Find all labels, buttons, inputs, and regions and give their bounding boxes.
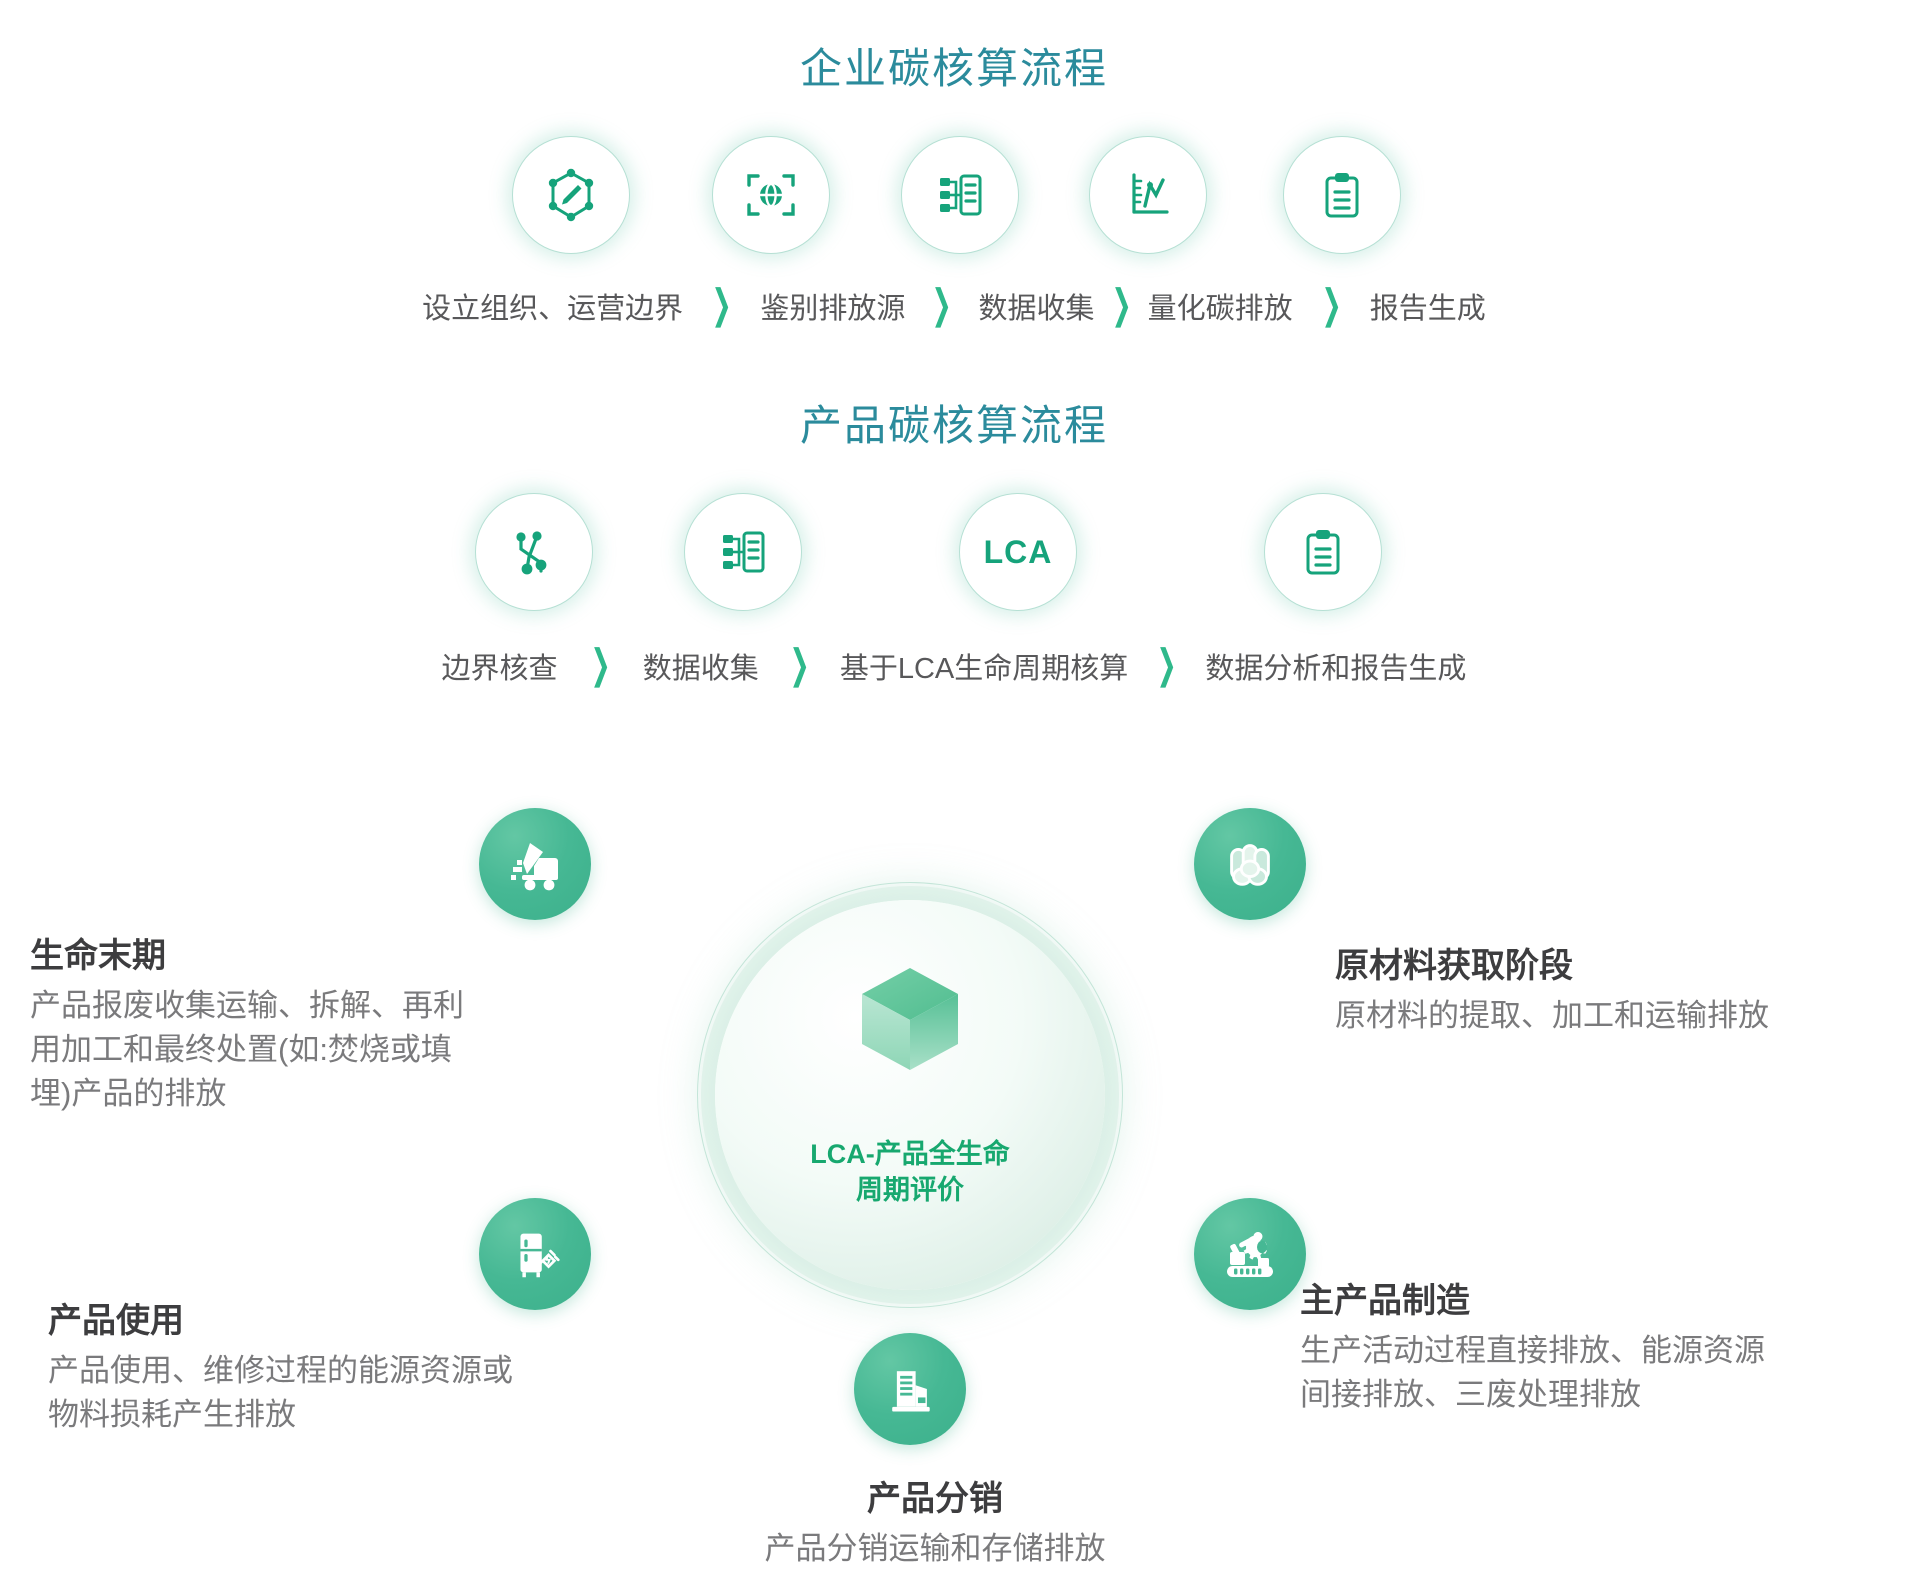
stage-icon-raw-material[interactable] (1194, 808, 1306, 920)
flow-label-boundary-check[interactable]: 边界核查 (441, 653, 558, 685)
lca-abbreviation-label: LCA (983, 533, 1053, 570)
enterprise-flow-labels: 设立组织、运营边界 ❯ 鉴别排放源 ❯ 数据收集 ❯ 量化碳排放 ❯ 报告生成 (0, 285, 1908, 327)
flow-step-icon-boundary-check[interactable] (440, 493, 628, 611)
dump-truck-icon (511, 843, 558, 891)
clipboard-report-icon[interactable] (1264, 493, 1382, 611)
stage-heading-distribution: 产品分销 (867, 1480, 1003, 1518)
cube-3d-icon (862, 968, 958, 1070)
stage-desc-end-of-life: 产品报废收集运输、拆解、再利 用加工和最终处置(如:焚烧或填 埋)产品的排放 (30, 987, 464, 1111)
chevron-right-icon: ❯ (1111, 283, 1132, 328)
chevron-right-icon: ❯ (1156, 643, 1177, 688)
flow-label-boundary[interactable]: 设立组织、运营边界 (422, 293, 684, 325)
scan-globe-icon[interactable] (712, 136, 830, 254)
section-title-enterprise: 企业碳核算流程 (799, 45, 1108, 92)
stage-icon-distribution[interactable] (854, 1333, 966, 1445)
flow-step-icon-scan-source[interactable] (671, 136, 871, 254)
product-flow-labels: 边界核查 ❯ 数据收集 ❯ 基于LCA生命周期核算 ❯ 数据分析和报告生成 (0, 645, 1908, 687)
stage-heading-product-use: 产品使用 (48, 1302, 184, 1340)
enterprise-flow-icons (0, 136, 1908, 254)
flow-step-icon-data-collect-2[interactable] (628, 493, 858, 611)
flow-label-report[interactable]: 报告生成 (1369, 293, 1486, 325)
flow-label-lca-accounting[interactable]: 基于LCA生命周期核算 (839, 653, 1129, 685)
stage-desc-raw-material: 原材料的提取、加工和运输排放 (1335, 997, 1769, 1033)
chevron-right-icon: ❯ (711, 283, 732, 328)
flow-step-icon-report[interactable] (1247, 136, 1437, 254)
product-flow-icons: LCA (0, 493, 1908, 611)
pipes-stack-icon (1230, 844, 1270, 886)
boundary-pencil-icon[interactable] (512, 136, 630, 254)
flow-label-analysis-report[interactable]: 数据分析和报告生成 (1205, 653, 1467, 685)
stage-text-end-of-life: 生命末期 产品报废收集运输、拆解、再利 用加工和最终处置(如:焚烧或填 埋)产品… (30, 935, 670, 1116)
stage-heading-manufacturing: 主产品制造 (1300, 1282, 1470, 1320)
lca-center-label: LCA-产品全生命 周期评价 (810, 1139, 1010, 1206)
data-collection-icon[interactable] (901, 136, 1019, 254)
stage-icon-product-use[interactable] (479, 1198, 591, 1310)
node-graph-icon[interactable] (475, 493, 593, 611)
flow-label-scan-source[interactable]: 鉴别排放源 (760, 293, 906, 325)
flow-label-data-collect[interactable]: 数据收集 (978, 293, 1095, 325)
flow-label-quantify[interactable]: 量化碳排放 (1147, 293, 1293, 325)
stage-desc-distribution: 产品分销运输和存储排放 (764, 1530, 1106, 1566)
stage-text-product-use: 产品使用 产品使用、维修过程的能源资源或 物料损耗产生排放 (48, 1300, 648, 1437)
stage-icon-manufacturing[interactable] (1194, 1198, 1306, 1310)
stage-desc-manufacturing: 生产活动过程直接排放、能源资源 间接排放、三废处理排放 (1300, 1332, 1765, 1412)
stage-icon-end-of-life[interactable] (479, 808, 591, 920)
flow-step-icon-quantify[interactable] (1049, 136, 1247, 254)
data-collection-icon[interactable] (684, 493, 802, 611)
chart-measure-icon[interactable] (1089, 136, 1207, 254)
clipboard-report-icon[interactable] (1283, 136, 1401, 254)
lca-text-icon[interactable]: LCA (959, 493, 1077, 611)
chevron-right-icon: ❯ (931, 283, 952, 328)
section-title-product: 产品碳核算流程 (799, 402, 1108, 449)
stage-heading-raw-material: 原材料获取阶段 (1335, 947, 1573, 985)
flow-label-data-collect-2[interactable]: 数据收集 (642, 653, 759, 685)
chevron-right-icon: ❯ (1321, 283, 1342, 328)
chevron-right-icon: ❯ (789, 643, 810, 688)
chevron-right-icon: ❯ (590, 643, 611, 688)
flow-step-icon-boundary[interactable] (471, 136, 671, 254)
stage-text-raw-material: 原材料获取阶段 原材料的提取、加工和运输排放 (1335, 945, 1908, 1038)
stage-heading-end-of-life: 生命末期 (30, 937, 166, 975)
stage-text-distribution: 产品分销 产品分销运输和存储排放 (690, 1478, 1180, 1571)
refrigerator-plug-icon (520, 1233, 560, 1278)
stage-desc-product-use: 产品使用、维修过程的能源资源或 物料损耗产生排放 (48, 1352, 513, 1432)
flow-step-icon-lca[interactable]: LCA (858, 493, 1178, 611)
warehouse-building-icon (892, 1371, 930, 1412)
robot-arm-gear-icon (1227, 1232, 1273, 1277)
stage-text-manufacturing: 主产品制造 生产活动过程直接排放、能源资源 间接排放、三废处理排放 (1300, 1280, 1890, 1417)
lca-center-bubble[interactable]: LCA-产品全生命 周期评价 (697, 882, 1123, 1308)
flow-step-icon-data-collect[interactable] (871, 136, 1049, 254)
flow-step-icon-analysis-report[interactable] (1178, 493, 1468, 611)
